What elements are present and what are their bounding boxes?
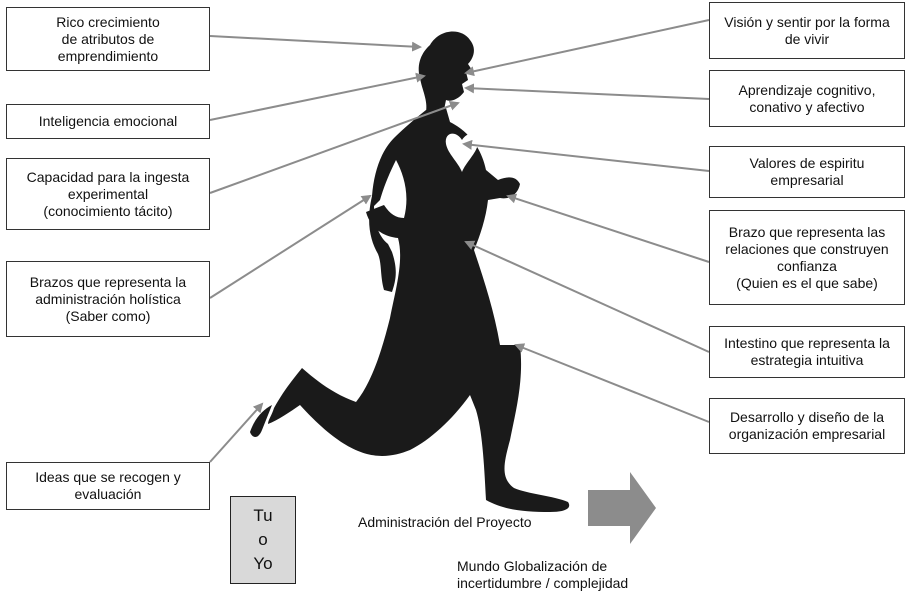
label-capacidad: Capacidad para la ingesta experimental (… xyxy=(6,158,210,230)
arrow-lines xyxy=(209,19,710,463)
label-brazo-relaciones: Brazo que representa las relaciones que … xyxy=(709,210,905,305)
arrow-desarrollo xyxy=(514,343,710,423)
label-desarrollo: Desarrollo y diseño de la organización e… xyxy=(709,398,905,454)
mundo-text: Mundo Globalización de incertidumbre / c… xyxy=(457,558,629,591)
tu-text: Tu xyxy=(253,506,273,525)
yo-text: Yo xyxy=(253,554,273,573)
label-intestino: Intestino que representa la estrategia i… xyxy=(709,326,905,378)
label-ideas: Ideas que se recogen y evaluación xyxy=(6,462,210,510)
label-vision: Visión y sentir por la forma de vivir xyxy=(709,2,905,59)
arrow-intestino xyxy=(464,240,710,353)
label-inteligencia: Inteligencia emocional xyxy=(6,104,210,139)
arrow-inteligencia xyxy=(209,72,426,121)
arrow-ideas xyxy=(209,402,264,463)
admin-proyecto-text: Administración del Proyecto xyxy=(358,514,532,530)
arrow-vision xyxy=(464,19,710,77)
arrow-brazos xyxy=(209,194,372,299)
arrow-valores xyxy=(462,139,710,172)
label-valores: Valores de espiritu empresarial xyxy=(709,146,905,198)
o-text: o xyxy=(258,530,268,549)
arrow-rico xyxy=(209,35,422,52)
label-rico: Rico crecimiento de atributos de emprend… xyxy=(6,7,210,71)
runner-figure xyxy=(250,31,570,512)
label-aprendizaje: Aprendizaje cognitivo, conativo y afecti… xyxy=(709,70,905,127)
arrow-capacidad xyxy=(209,101,460,194)
tu-o-yo-box: Tu o Yo xyxy=(230,496,296,584)
arrow-brazo-rel xyxy=(506,193,710,263)
label-brazos: Brazos que representa la administración … xyxy=(6,261,210,337)
arrow-aprendizaje xyxy=(464,83,710,100)
direction-arrow xyxy=(588,472,656,544)
